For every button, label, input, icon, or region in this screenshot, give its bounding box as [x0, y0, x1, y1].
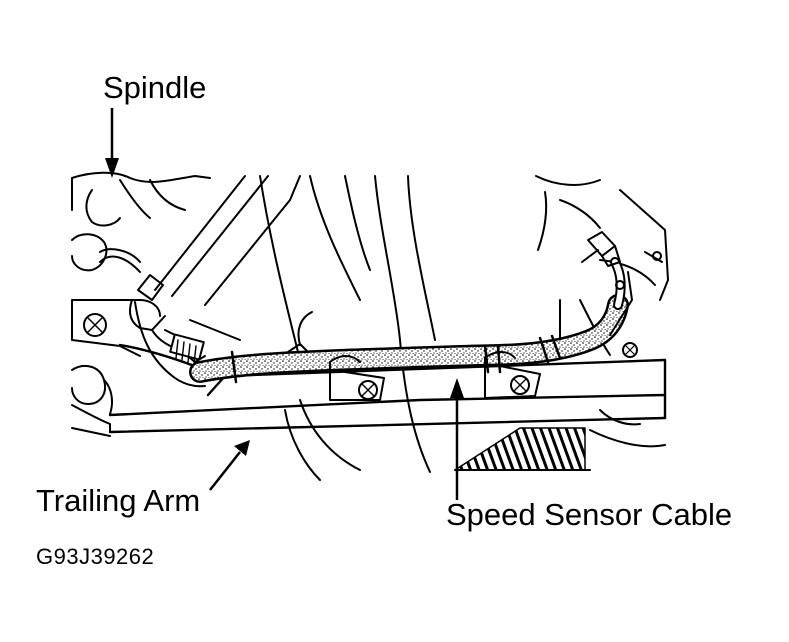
speed-sensor-cable-leader: [450, 378, 464, 500]
callout-leaders: [105, 108, 464, 500]
speed-sensor-cable: [189, 231, 633, 384]
cable-clip-right: [484, 351, 541, 399]
background-struts: [154, 175, 436, 481]
spindle-leader: [105, 108, 119, 178]
spindle-label: Spindle: [103, 70, 207, 105]
spindle-assembly: [71, 171, 211, 437]
lower-grill: [454, 409, 666, 471]
speed-sensor-head: [99, 255, 206, 388]
cable-clip-left: [329, 355, 385, 401]
trailing-arm-label: Trailing Arm: [36, 483, 201, 518]
speed-sensor-cable-label: Speed Sensor Cable: [446, 497, 733, 532]
trailing-arm-leader: [209, 440, 250, 491]
figure-id-code: G93J39262: [36, 544, 155, 569]
